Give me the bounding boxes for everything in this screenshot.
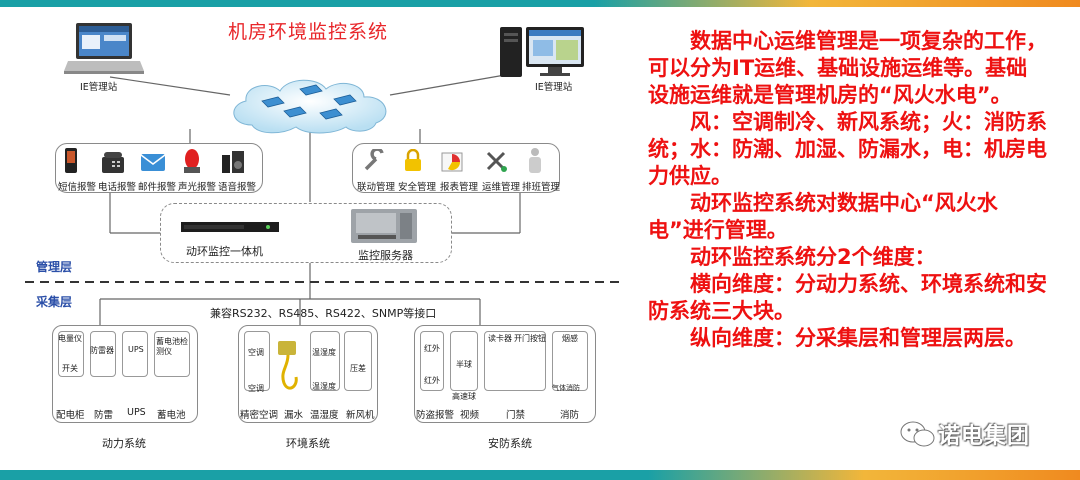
manage-label-ops: 运维管理 [482, 182, 521, 193]
desktop-computer-icon [500, 27, 584, 77]
ie-station-left-label: IE管理站 [80, 82, 118, 93]
alarm-label-voice: 语音报警 [218, 182, 257, 193]
sec-card-infrared-2-label: 红外 [424, 376, 440, 385]
rack-unit-icon [181, 222, 279, 232]
alarm-label-sms: 短信报警 [58, 182, 97, 193]
alarm-label-phone: 电话报警 [98, 182, 137, 193]
sec-label-access: 门禁 [506, 410, 526, 421]
lock-icon [405, 149, 421, 171]
report-chart-icon [441, 152, 463, 172]
power-card-surge [90, 331, 116, 377]
env-label-leak: 漏水 [284, 410, 304, 421]
description-text-panel: 数据中心运维管理是一项复杂的工作，可以分为IT运维、基础设施运维等。基础设施运维… [648, 28, 1048, 352]
environment-system-title: 环境系统 [286, 437, 330, 450]
paragraph-vertical: 纵向维度：分采集层和管理层两层。 [690, 326, 1026, 350]
power-label-lightning: 防雷 [94, 410, 114, 421]
env-card-ac [244, 331, 270, 391]
bottom-accent-bar [0, 470, 1080, 480]
monitoring-diagram: 机房环境监控系统 IE管理站 [0, 7, 640, 470]
laptop-icon [64, 23, 144, 74]
security-system-title: 安防系统 [488, 437, 532, 450]
sec-card-gas-fire-label: 气体消防 [552, 384, 580, 392]
power-label-cabinet: 配电柜 [56, 410, 85, 421]
power-card-switch-label: 开关 [62, 364, 78, 373]
sec-card-speed-dome-label: 高速球 [452, 392, 476, 401]
env-card-humidity [310, 331, 340, 391]
power-card-battery-detector-label: 蓄电池检测仪 [156, 337, 188, 356]
env-card-ac-1-label: 空调 [248, 348, 264, 357]
power-card-surge-label: 防雷器 [90, 346, 114, 355]
layer-management-label: 管理层 [36, 260, 73, 274]
power-label-ups: UPS [127, 407, 146, 418]
diagram-title: 机房环境监控系统 [228, 21, 389, 43]
sec-label-video: 视频 [460, 410, 480, 421]
mobile-phone-icon [65, 148, 77, 173]
power-label-battery: 蓄电池 [157, 410, 186, 421]
power-system-title: 动力系统 [102, 437, 146, 450]
alarm-label-email: 邮件报警 [138, 182, 177, 193]
manage-label-shift: 排班管理 [522, 182, 561, 193]
tools-icon [486, 151, 507, 172]
manage-label-security: 安全管理 [398, 182, 437, 193]
server-icon [351, 209, 417, 243]
env-card-pressure [344, 331, 372, 391]
connector-lines [25, 74, 625, 325]
sec-card-reader-label: 读卡器 [488, 334, 512, 343]
watermark-text: 诺电集团 [938, 424, 1031, 449]
power-card-meter-label: 电量仪 [58, 334, 82, 343]
sec-card-camera [450, 331, 478, 391]
sec-card-access [484, 331, 546, 391]
env-label-humidity: 温湿度 [310, 410, 339, 421]
paragraph-intro: 数据中心运维管理是一项复杂的工作，可以分为IT运维、基础设施运维等。基础设施运维… [648, 29, 1047, 107]
wechat-icon [900, 421, 935, 447]
device-server-label: 监控服务器 [358, 249, 413, 262]
sec-card-infrared-1-label: 红外 [424, 344, 440, 353]
env-card-pressure-label: 压差 [350, 364, 366, 373]
speaker-icon [222, 151, 244, 173]
env-card-humidity-1-label: 温湿度 [312, 348, 336, 357]
ie-station-right-label: IE管理站 [535, 82, 573, 93]
watermark: 诺电集团 [898, 418, 1030, 450]
sec-card-smoke-label: 烟感 [562, 334, 578, 343]
env-label-fresh-air: 新风机 [346, 410, 375, 421]
paragraph-management: 动环监控系统对数据中心“风火水电”进行管理。 [648, 191, 998, 242]
person-schedule-icon [529, 148, 541, 173]
sec-card-infrared [420, 331, 444, 391]
desk-phone-icon [102, 152, 124, 173]
sec-card-fire [552, 331, 588, 391]
email-icon [140, 154, 166, 171]
power-card-ups [122, 331, 148, 377]
device-all-in-one-label: 动环监控一体机 [186, 245, 263, 258]
env-card-ac-2-label: 空调 [248, 384, 264, 393]
sec-card-dome-label: 半球 [456, 360, 472, 369]
alarm-label-light: 声光报警 [178, 182, 217, 193]
env-label-precision-ac: 精密空调 [240, 410, 279, 421]
wrench-icon [364, 149, 384, 171]
water-leak-sensor-icon [278, 341, 298, 390]
power-card-meter [58, 331, 84, 377]
paragraph-dimensions: 动环监控系统分2个维度： [690, 245, 936, 269]
manage-label-linkage: 联动管理 [357, 182, 396, 193]
siren-icon [184, 149, 200, 173]
power-card-ups-label: UPS [128, 345, 144, 354]
layer-collection-label: 采集层 [36, 295, 73, 309]
network-cloud-icon [233, 79, 387, 134]
power-card-battery-detector [154, 331, 190, 377]
interface-label: 兼容RS232、RS485、RS422、SNMP等接口 [210, 307, 437, 320]
top-accent-bar [0, 0, 1080, 7]
sec-label-burglar: 防盗报警 [416, 410, 455, 421]
paragraph-horizontal: 横向维度：分动力系统、环境系统和安防系统三大块。 [648, 272, 1047, 323]
manage-label-report: 报表管理 [440, 182, 479, 193]
sec-card-door-button-label: 开门按钮 [514, 334, 546, 343]
sec-label-fire: 消防 [560, 410, 580, 421]
env-card-humidity-2-label: 温湿度 [312, 382, 336, 391]
paragraph-elements: 风：空调制冷、新风系统；火：消防系统；水：防潮、加湿、防漏水，电：机房电力供应。 [648, 110, 1047, 188]
